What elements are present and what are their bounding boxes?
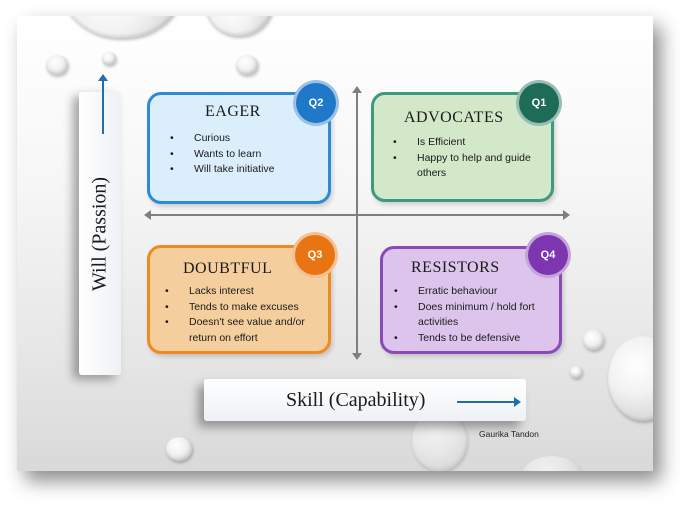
quadrant-title: ADVOCATES bbox=[404, 109, 504, 126]
author-credit: Gaurika Tandon bbox=[479, 429, 539, 439]
vertical-axis-line bbox=[352, 86, 362, 360]
quadrant-resistors: RESISTORS Erratic behaviour Does minimum… bbox=[380, 246, 562, 354]
water-drop-decoration bbox=[412, 411, 467, 471]
list-item: Wants to learn bbox=[167, 147, 275, 163]
y-axis-label: Will (Passion) bbox=[88, 176, 111, 292]
quadrant-list: Curious Wants to learn Will take initiat… bbox=[167, 131, 275, 178]
quadrant-title: DOUBTFUL bbox=[183, 260, 273, 277]
quadrant-title: EAGER bbox=[205, 103, 261, 120]
list-item: Will take initiative bbox=[167, 162, 275, 178]
quadrant-list: Lacks interest Tends to make excuses Doe… bbox=[162, 284, 327, 346]
quadrant-title: RESISTORS bbox=[411, 259, 500, 276]
water-drop-decoration bbox=[57, 16, 187, 38]
water-drop-decoration bbox=[204, 16, 274, 36]
list-item: Erratic behaviour bbox=[391, 284, 551, 300]
list-item: Is Efficient bbox=[390, 135, 540, 151]
list-item: Does minimum / hold fort activities bbox=[391, 300, 551, 331]
water-drop-decoration bbox=[522, 456, 582, 471]
arrow-up-icon bbox=[98, 74, 108, 134]
arrow-right-icon bbox=[457, 397, 521, 407]
water-drop-decoration bbox=[102, 52, 116, 65]
quadrant-advocates: ADVOCATES Is Efficient Happy to help and… bbox=[371, 92, 554, 202]
list-item: Curious bbox=[167, 131, 275, 147]
water-drop-decoration bbox=[608, 336, 653, 421]
list-item: Happy to help and guide others bbox=[390, 151, 540, 182]
water-drop-decoration bbox=[46, 55, 68, 75]
quadrant-badge-q4: Q4 bbox=[525, 232, 571, 278]
water-drop-decoration bbox=[236, 55, 258, 75]
list-item: Lacks interest bbox=[162, 284, 327, 300]
list-item: Doesn't see value and/or return on effor… bbox=[162, 315, 327, 346]
x-axis-label: Skill (Capability) bbox=[286, 389, 426, 411]
y-axis-label-box bbox=[79, 92, 121, 375]
quadrant-badge-q1: Q1 bbox=[516, 80, 562, 126]
list-item: Tends to be defensive bbox=[391, 331, 551, 347]
water-drop-decoration bbox=[570, 366, 582, 378]
quadrant-list: Erratic behaviour Does minimum / hold fo… bbox=[391, 284, 551, 346]
list-item: Tends to make excuses bbox=[162, 300, 327, 316]
quadrant-badge-q2: Q2 bbox=[293, 80, 339, 126]
water-drop-decoration bbox=[583, 330, 604, 350]
water-drop-decoration bbox=[166, 437, 192, 461]
quadrant-list: Is Efficient Happy to help and guide oth… bbox=[390, 135, 540, 182]
quadrant-badge-q3: Q3 bbox=[292, 232, 338, 278]
x-axis-label-box bbox=[204, 379, 526, 421]
